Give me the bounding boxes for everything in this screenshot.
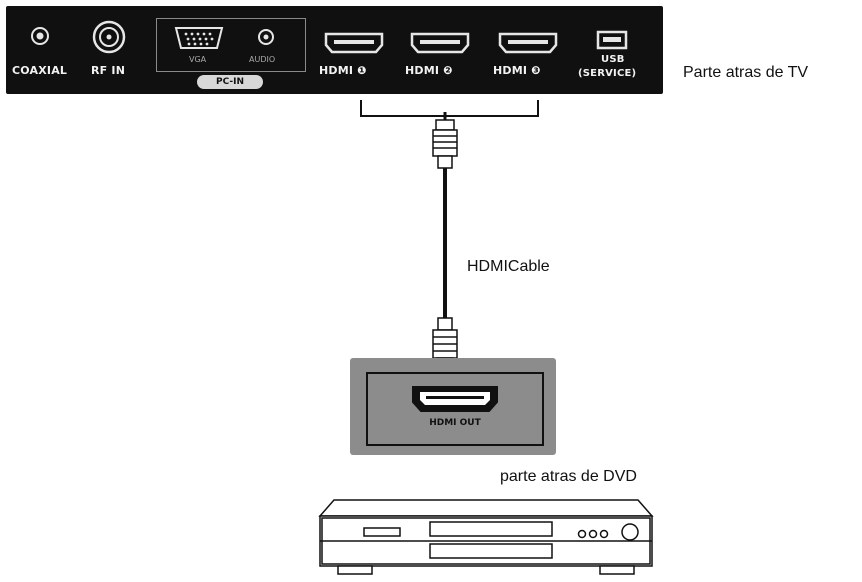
dvd-back-panel: HDMI OUT (350, 358, 556, 455)
coaxial-port-icon (31, 27, 49, 45)
dvd-port-plate: HDMI OUT (366, 372, 544, 446)
coaxial-label: COAXIAL (12, 64, 68, 77)
usb-service-label: (SERVICE) (578, 68, 637, 79)
usb-port-icon (596, 30, 628, 50)
hdmi-1-label: HDMI ❶ (319, 64, 367, 77)
usb-label: USB (601, 54, 625, 65)
vga-label: VGA (189, 55, 207, 64)
rf-in-port-icon (92, 20, 126, 54)
audio-port-icon (258, 29, 274, 45)
pc-in-label: PC-IN (197, 75, 263, 89)
audio-label: AUDIO (249, 55, 276, 64)
hdmi-out-label: HDMI OUT (429, 418, 481, 428)
tv-back-panel: COAXIAL RF IN VGA AUDIO PC-IN HDMI ❶ (6, 6, 663, 94)
rf-in-label: RF IN (91, 64, 126, 77)
hdmi-1-port-icon (324, 32, 384, 54)
hdmi-2-port-icon (410, 32, 470, 54)
hdmi-3-label: HDMI ❸ (493, 64, 541, 77)
hdmi-ports-bracket (360, 100, 539, 117)
hdmi-2-label: HDMI ❷ (405, 64, 453, 77)
cable-label: HDMICable (467, 258, 550, 275)
hdmi-cable (432, 112, 458, 371)
tv-caption: Parte atras de TV (683, 64, 809, 81)
hdmi-out-port-icon (412, 386, 498, 412)
vga-port-icon (174, 27, 224, 49)
pc-in-group: VGA AUDIO PC-IN (156, 18, 306, 89)
dvd-caption: parte atras de DVD (500, 468, 637, 485)
cable-top-connector (432, 112, 458, 169)
dvd-player-illustration (318, 499, 654, 575)
hdmi-3-port-icon (498, 32, 558, 54)
